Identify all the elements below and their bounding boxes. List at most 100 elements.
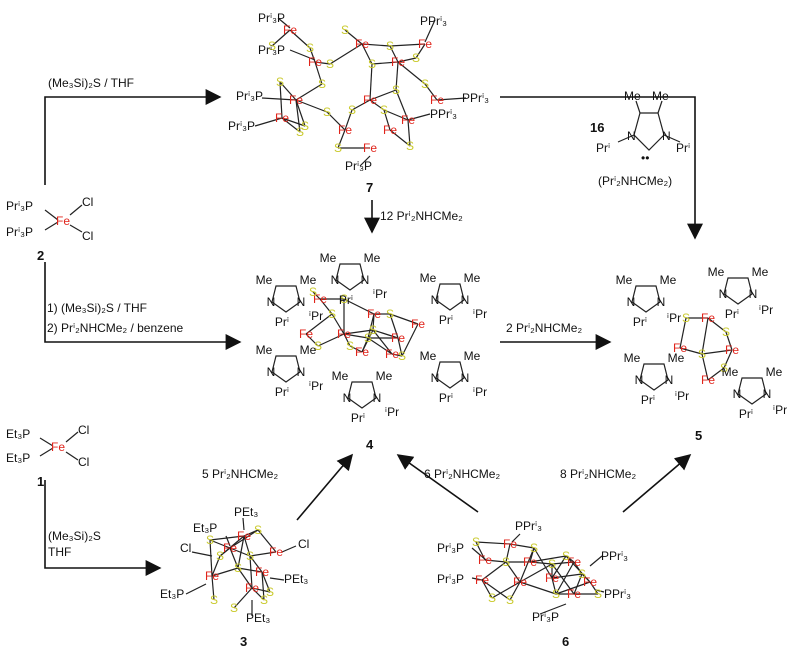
compound-7-ligand-5: Prⁱ₃P <box>228 119 255 133</box>
compound-7-bonds <box>254 17 467 167</box>
c6-fe-atom-4: Fe <box>475 573 489 587</box>
c3-s-atom-2: S <box>254 523 262 537</box>
c6-fe-atom-1: Fe <box>503 537 517 551</box>
c4-fe-atom-4: Fe <box>299 327 313 341</box>
c5-nhc-n-1: N <box>627 295 636 309</box>
c7-fe-atom-8: Fe <box>430 93 444 107</box>
c7-s-atom-1: S <box>341 23 349 37</box>
c3-s-atom-7: S <box>210 593 218 607</box>
c4-s-atom-4: S <box>328 307 336 321</box>
c4-nhc-pr-11: Prⁱ <box>351 411 365 425</box>
c7-s-atom-12: S <box>301 119 309 133</box>
c4-fe-atom-5: Fe <box>337 327 351 341</box>
compound-6-ligand-6: Prⁱ₃P <box>532 610 559 624</box>
compound-7-ligand-6: PPrⁱ₃ <box>462 91 489 105</box>
compound-3-ligand-3: Cl <box>180 541 191 555</box>
compound-2: Prⁱ₃P Prⁱ₃P Fe Cl Cl 2 <box>6 195 93 263</box>
c7-fe-atom-9: Fe <box>275 111 289 125</box>
arrow-6-to-4 <box>396 454 479 513</box>
c6-fe-atom-5: Fe <box>513 575 527 589</box>
c7-s-atom-16: S <box>334 141 342 155</box>
arrow-7-to-5 <box>500 96 703 240</box>
compound-2-ligand-top: Prⁱ₃P <box>6 199 33 213</box>
c5-nhc-me-8: Me <box>766 365 783 379</box>
c5-nhc-pr-7: Prⁱ <box>739 407 753 421</box>
c3-s-atom-3: S <box>216 549 224 563</box>
arrow-2-to-4 <box>44 262 242 350</box>
arrows <box>44 89 703 576</box>
compound-2-cl-top: Cl <box>82 195 93 209</box>
compound-3-bonds <box>185 517 297 616</box>
c3-fe-atom-3: Fe <box>269 545 283 559</box>
compound-16-me-right: Me <box>652 89 669 103</box>
c5-s-atom-4: S <box>720 361 728 375</box>
c4-nhc-n-12: N <box>373 391 382 405</box>
c7-fe-atom-2: Fe <box>355 37 369 51</box>
c4-nhc-me-8: Me <box>300 343 317 357</box>
compound-16-n-left: N <box>627 129 636 143</box>
compound-1-ligand-bottom: Et₃P <box>6 451 30 465</box>
compound-5-bonds <box>679 317 733 381</box>
c4-nhc-n-3: N <box>267 295 276 309</box>
c7-fe-atom-1: Fe <box>283 23 297 37</box>
c5-fe-atom-3: Fe <box>725 343 739 357</box>
c4-fe-atom-8: Fe <box>385 347 399 361</box>
compound-6-ligand-1: Prⁱ₃P <box>437 541 464 555</box>
c6-s-atom-7: S <box>552 587 560 601</box>
compound-7-ligand-4: Prⁱ₃P <box>236 89 263 103</box>
label-arrow-6-to-5: 8 Prⁱ₂NHCMe₂ <box>560 467 636 481</box>
c4-nhc-n-8: N <box>297 365 306 379</box>
label-arrow-2-to-4-step2: 2) Prⁱ₂NHCMe₂ / benzene <box>47 321 184 335</box>
c3-s-atom-8: S <box>230 601 238 615</box>
c4-nhc-me-2: Me <box>364 251 381 265</box>
c7-fe-atom-12: Fe <box>401 113 415 127</box>
c5-nhc-pr-1: Prⁱ <box>633 315 647 329</box>
compound-1-number: 1 <box>37 474 44 489</box>
compound-16-name: (Prⁱ₂NHCMe₂) <box>598 174 672 188</box>
c6-fe-atom-7: Fe <box>567 555 581 569</box>
compound-16-lone-pair: •• <box>641 151 649 165</box>
c6-s-atom-2: S <box>502 555 510 569</box>
c6-s-atom-9: S <box>594 587 602 601</box>
c7-fe-atom-4: Fe <box>308 55 322 69</box>
c4-nhc-me-6: Me <box>464 271 481 285</box>
c5-nhc-me-6: Me <box>668 351 685 365</box>
c4-nhc-pr-7: Prⁱ <box>275 385 289 399</box>
compound-2-number: 2 <box>37 248 44 263</box>
compound-7-ligand-7: PPrⁱ₃ <box>430 107 457 121</box>
c6-fe-atom-6: Fe <box>545 571 559 585</box>
c4-nhc-ring-upper-right <box>435 283 465 311</box>
c6-s-atom-1: S <box>472 535 480 549</box>
c4-nhc-me-4: Me <box>300 273 317 287</box>
c4-s-atom-5: S <box>369 323 377 337</box>
c5-nhc-n-4: N <box>749 287 758 301</box>
c5-nhc-me-5: Me <box>624 351 641 365</box>
compound-7-ligand-3: Prⁱ₃P <box>258 43 285 57</box>
c5-nhc-n-7: N <box>733 387 742 401</box>
label-arrow-4-to-5: 2 Prⁱ₂NHCMe₂ <box>506 321 582 335</box>
compound-6-ligand-5: PPrⁱ₃ <box>604 587 631 601</box>
c5-nhc-pr-8: ⁱPr <box>773 403 787 417</box>
c4-nhc-me-3: Me <box>256 273 273 287</box>
c7-fe-atom-3: Fe <box>418 37 432 51</box>
label-arrow-6-to-4: 6 Prⁱ₂NHCMe₂ <box>424 467 500 481</box>
c4-nhc-pr-2: ⁱPr <box>373 287 387 301</box>
arrow-labels: (Me₃Si)₂S / THF 1) (Me₃Si)₂S / THF 2) Pr… <box>47 76 636 559</box>
c5-nhc-pr-5: Prⁱ <box>641 393 655 407</box>
c4-s-atom-9: S <box>398 349 406 363</box>
c4-nhc-n-6: N <box>461 293 470 307</box>
c6-s-atom-4: S <box>488 591 496 605</box>
compound-5-number: 5 <box>695 428 702 443</box>
c5-s-atom-2: S <box>722 325 730 339</box>
c3-fe-atom-1: Fe <box>237 529 251 543</box>
compound-3-ligand-1: PEt₃ <box>234 505 258 519</box>
compound-6-ligand-3: Prⁱ₃P <box>437 572 464 586</box>
c5-nhc-n-8: N <box>763 387 772 401</box>
compound-3-ligand-7: PEt₃ <box>246 611 270 625</box>
